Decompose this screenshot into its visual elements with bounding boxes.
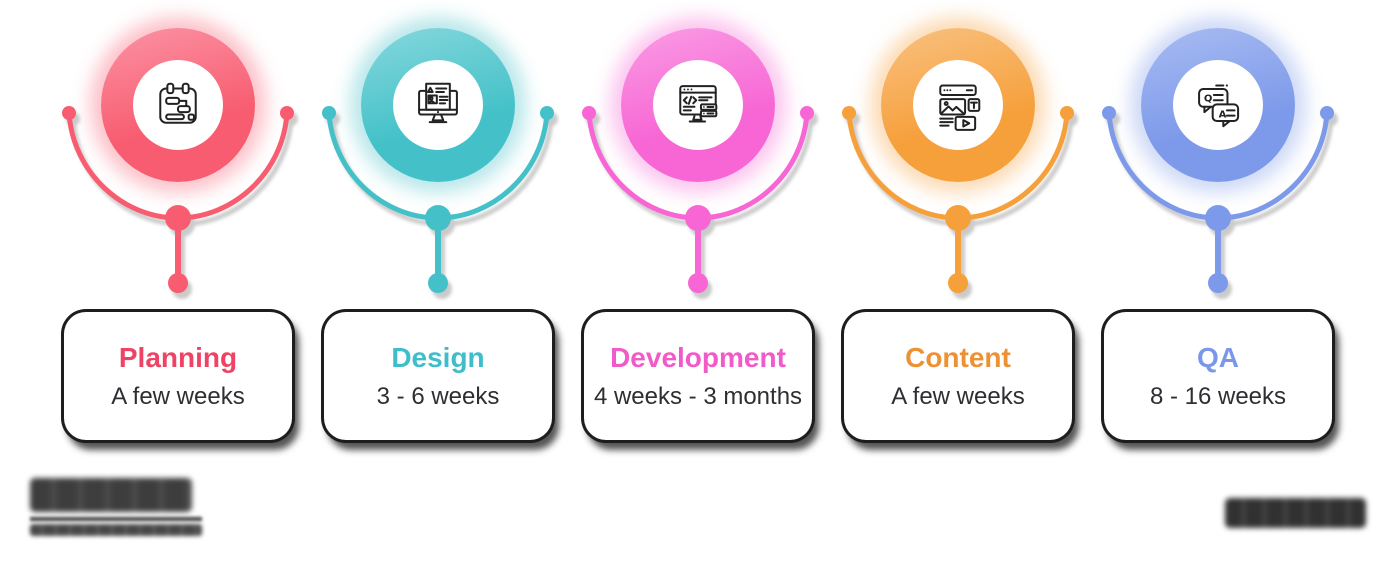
timeline-step-design: Design 3 - 6 weeks [308, 0, 568, 562]
planning-calendar-icon [159, 82, 197, 124]
step-card: Content A few weeks [844, 312, 1072, 440]
step-duration: A few weeks [891, 382, 1025, 410]
blurred-tagline [30, 524, 202, 536]
step-card: Design 3 - 6 weeks [324, 312, 552, 440]
blurred-rule [30, 517, 202, 521]
step-title: Development [610, 341, 786, 373]
step-title: Content [905, 341, 1011, 373]
step-icon-disc: Q A [1173, 60, 1263, 150]
step-duration: 8 - 16 weeks [1149, 382, 1287, 410]
connector-arc [842, 106, 1078, 299]
step-circle [361, 28, 515, 182]
step-circle [881, 28, 1035, 182]
step-title: QA [1197, 341, 1239, 373]
connector-arc [1102, 106, 1338, 299]
timeline-step-planning: Planning A few weeks [48, 0, 308, 562]
blurred-wordmark [30, 478, 192, 512]
design-monitor-icon [418, 82, 458, 124]
step-circle: Q A [1141, 28, 1295, 182]
timeline-step-qa: Q A [1088, 0, 1348, 562]
step-duration: 3 - 6 weeks [376, 382, 500, 410]
step-duration: 4 weeks - 3 months [593, 382, 803, 410]
step-card: Development 4 weeks - 3 months [584, 312, 812, 440]
blurred-logo-right [1225, 498, 1366, 528]
development-code-icon [679, 85, 718, 123]
step-icon-disc [133, 60, 223, 150]
step-circle [621, 28, 775, 182]
connector-arc [62, 106, 298, 299]
connector-arc [322, 106, 558, 299]
timeline-step-content: Content A few weeks [828, 0, 1088, 562]
qa-chat-icon: Q A [1198, 84, 1240, 128]
step-card: Planning A few weeks [64, 312, 292, 440]
timeline-step-development: Development 4 weeks - 3 months [568, 0, 828, 562]
connector-arc [582, 106, 818, 299]
step-circle [101, 28, 255, 182]
step-title: Planning [118, 341, 238, 373]
step-icon-disc [393, 60, 483, 150]
step-icon-disc [913, 60, 1003, 150]
step-title: Design [391, 341, 485, 373]
svg-text:Q: Q [1204, 93, 1213, 104]
content-media-icon [939, 84, 981, 131]
blurred-logo-left [30, 478, 202, 536]
step-duration: A few weeks [111, 382, 245, 410]
step-icon-disc [653, 60, 743, 150]
svg-text:A: A [1219, 109, 1227, 120]
step-card: QA 8 - 16 weeks [1104, 312, 1332, 440]
